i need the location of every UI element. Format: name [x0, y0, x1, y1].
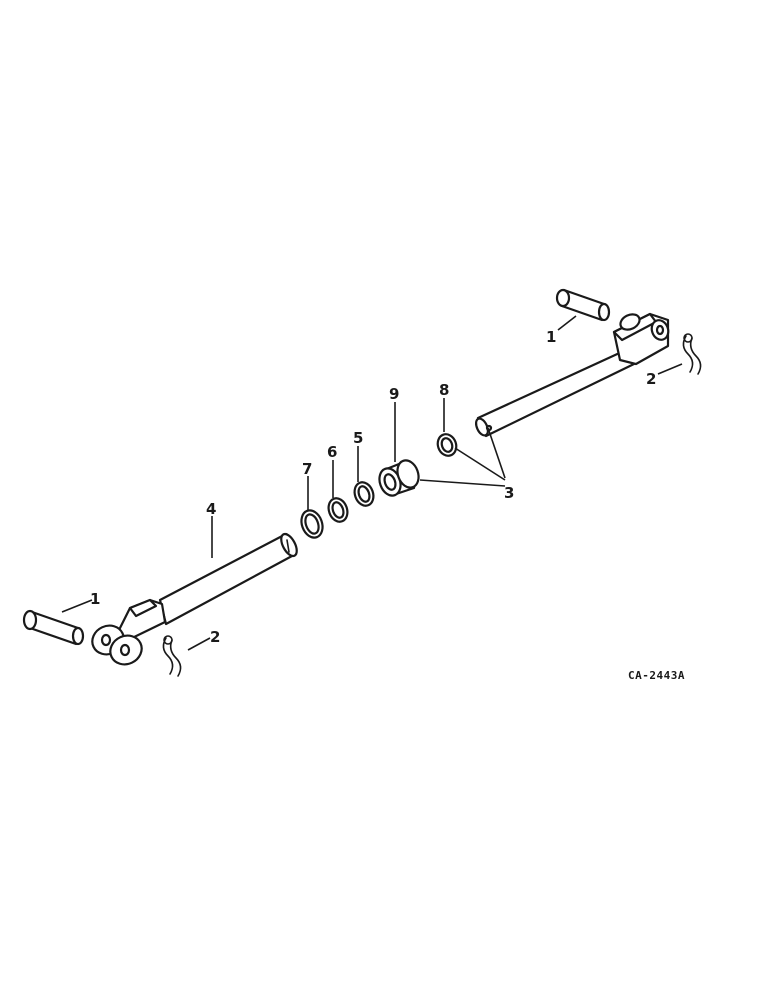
tube-assembly [91, 532, 298, 666]
callout-ring-7: 7 [302, 460, 312, 478]
leader-lines [61, 315, 683, 651]
pin-left [22, 609, 85, 646]
callout-bushing-9: 9 [389, 385, 399, 403]
callout-tube: 4 [206, 500, 216, 518]
bushing-9-part [378, 459, 420, 497]
callout-ring-6: 6 [327, 443, 337, 461]
ring-5-part [353, 481, 375, 507]
callout-ring-5: 5 [353, 429, 363, 447]
callout-clip-right: 2 [646, 370, 656, 388]
rod-assembly [474, 312, 670, 438]
ring-8-part [436, 433, 458, 457]
pin-right [555, 288, 611, 322]
ring-7-part [300, 509, 324, 539]
callout-clip-left: 2 [210, 628, 220, 646]
callout-pin-left: 1 [90, 590, 100, 608]
callout-ring-8: 8 [439, 381, 449, 399]
clip-left [162, 635, 182, 677]
clip-right [682, 333, 702, 375]
callout-rod-assembly: 3 [504, 484, 514, 502]
ring-6-part [327, 497, 349, 523]
drawing-code: CA-2443A [628, 669, 685, 682]
callout-pin-right: 1 [546, 328, 556, 346]
